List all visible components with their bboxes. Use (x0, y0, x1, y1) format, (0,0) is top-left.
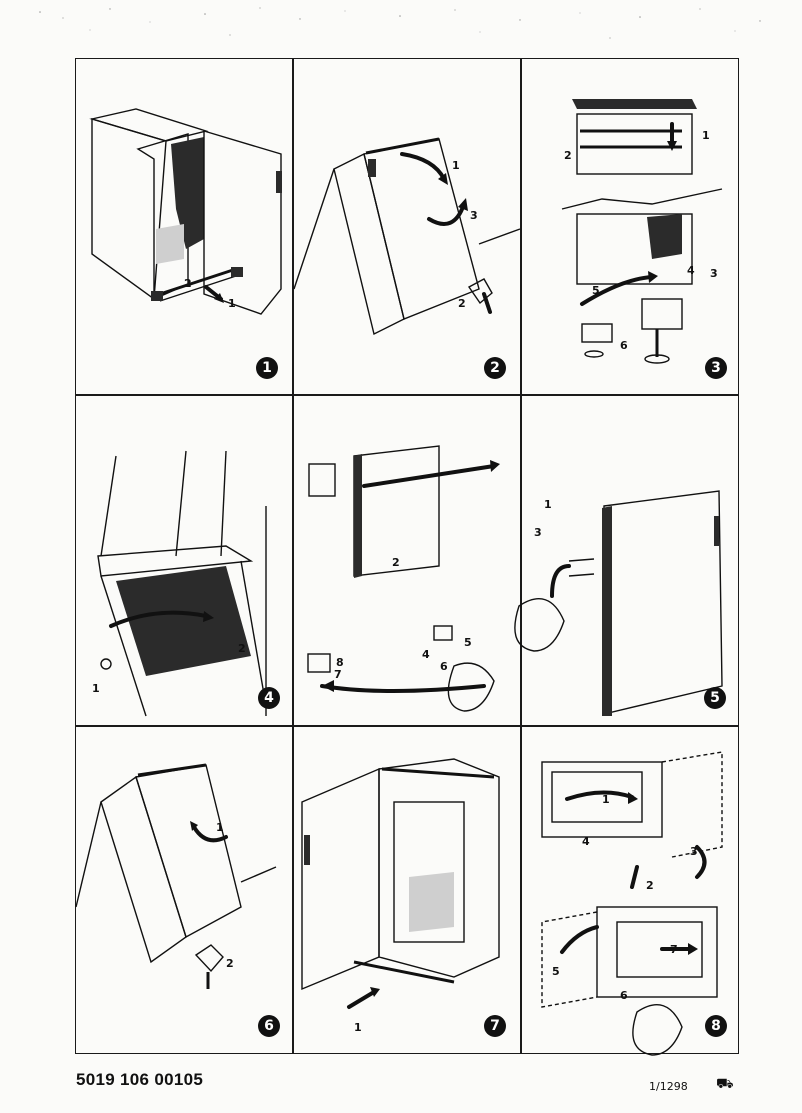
step-panel-1: 2 1 1 (76, 59, 292, 394)
step-panel-5: 1 2 4 5 6 7 8 3 5 (294, 396, 738, 725)
step-badge-1: 1 (256, 357, 278, 379)
callout-2: 2 (458, 297, 466, 310)
callout-1: 1 (452, 159, 460, 172)
step-badge-4: 4 (258, 687, 280, 709)
door-swap-illustration: 1 2 4 5 6 7 8 3 (307, 445, 723, 716)
fridge-door-reversed-illustration: 1 (301, 758, 500, 1034)
step-panel-3: 2 1 3 4 5 6 3 (522, 59, 738, 394)
step-panel-6: 1 2 6 (75, 727, 292, 1053)
fridge-base-illustration: 1 2 (92, 450, 267, 717)
callout-1: 1 (602, 793, 610, 806)
freezer-door-reversal-illustration: 1 2 3 4 5 6 7 (541, 751, 723, 1056)
callout-5: 5 (552, 965, 560, 978)
instruction-grid: 2 1 1 1 3 2 2 (75, 58, 739, 1056)
callout-3: 3 (690, 845, 698, 858)
callout-5: 5 (464, 636, 472, 649)
callout-7: 7 (670, 943, 678, 956)
callout-1: 1 (92, 682, 100, 695)
callout-3: 3 (470, 209, 478, 222)
tilted-fridge-reassembly-illustration: 1 2 (75, 763, 277, 989)
step-badge-2: 2 (484, 357, 506, 379)
callout-3: 3 (534, 526, 542, 539)
callout-2: 2 (392, 556, 400, 569)
document-date: 1/1298 (649, 1080, 688, 1093)
hinge-removal-illustration: 2 1 3 4 5 6 (561, 99, 723, 364)
callout-6: 6 (440, 660, 448, 673)
step-badge-6: 6 (258, 1015, 280, 1037)
callout-2: 2 (226, 957, 234, 970)
step-panel-7: 1 7 (294, 727, 520, 1053)
step-badge-5: 5 (704, 687, 726, 709)
step-panel-4: 1 2 4 (76, 396, 292, 725)
step-panel-2: 1 3 2 2 (293, 59, 521, 394)
callout-2: 2 (238, 642, 246, 655)
callout-7: 7 (334, 668, 342, 681)
callout-1: 1 (702, 129, 710, 142)
callout-2: 2 (184, 277, 192, 290)
callout-3: 3 (710, 267, 718, 280)
document-code: 5019 106 00105 (76, 1070, 204, 1089)
callout-4: 4 (582, 835, 590, 848)
callout-4: 4 (687, 264, 695, 277)
step-badge-3: 3 (705, 357, 727, 379)
step-badge-8: 8 (705, 1015, 727, 1037)
callout-1: 1 (354, 1021, 362, 1034)
callout-5: 5 (592, 284, 600, 297)
step-badge-7: 7 (484, 1015, 506, 1037)
fridge-door-open-illustration: 2 1 (89, 108, 282, 315)
callout-1: 1 (228, 297, 236, 310)
callout-6: 6 (620, 989, 628, 1002)
callout-2: 2 (564, 149, 572, 162)
callout-4: 4 (422, 648, 430, 661)
callout-1: 1 (544, 498, 552, 511)
callout-1: 1 (216, 821, 224, 834)
callout-2: 2 (646, 879, 654, 892)
recycle-icon: ⛟ (716, 1076, 734, 1092)
callout-8: 8 (336, 656, 344, 669)
tilted-fridge-illustration: 1 3 2 (293, 137, 521, 336)
step-panel-8: 1 2 3 4 5 6 7 8 (522, 727, 738, 1056)
callout-6: 6 (620, 339, 628, 352)
scan-noise (39, 7, 761, 39)
